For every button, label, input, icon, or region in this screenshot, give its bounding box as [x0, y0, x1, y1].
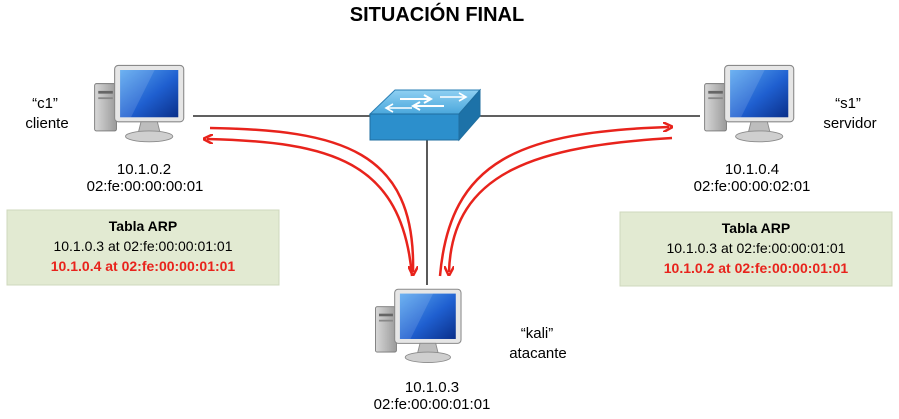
arp-table-c1-entry-normal: 10.1.0.3 at 02:fe:00:00:01:01: [53, 238, 232, 254]
c1-role: cliente: [25, 115, 68, 132]
diagram-title: SITUACIÓN FINAL: [350, 2, 524, 26]
c1-ip: 10.1.0.2: [117, 161, 171, 178]
s1-name: “s1”: [835, 95, 861, 112]
arrow-to-c1: [207, 139, 414, 277]
arp-table-s1-entry-poisoned: 10.1.0.2 at 02:fe:00:00:01:01: [664, 260, 849, 276]
s1-ip: 10.1.0.4: [725, 161, 779, 178]
arp-table-c1: Tabla ARP 10.1.0.3 at 02:fe:00:00:01:01 …: [6, 209, 280, 286]
c1-name: “c1”: [32, 95, 58, 112]
switch-icon: [368, 88, 482, 142]
s1-role: servidor: [823, 115, 876, 132]
arp-table-c1-header: Tabla ARP: [109, 218, 177, 234]
kali-ip: 10.1.0.3: [405, 379, 459, 396]
computer-c1-icon: [94, 64, 185, 143]
arp-table-s1-header: Tabla ARP: [722, 220, 790, 236]
arp-table-s1: Tabla ARP 10.1.0.3 at 02:fe:00:00:01:01 …: [619, 211, 893, 287]
computer-s1-icon: [704, 64, 795, 143]
arrow-from-c1: [209, 126, 413, 272]
c1-mac: 02:fe:00:00:00:01: [87, 178, 204, 195]
kali-role: atacante: [509, 345, 567, 362]
s1-mac: 02:fe:00:00:02:01: [694, 178, 811, 195]
kali-mac: 02:fe:00:00:01:01: [374, 396, 491, 413]
computer-kali-icon: [374, 288, 462, 364]
arp-table-s1-entry-normal: 10.1.0.3 at 02:fe:00:00:01:01: [666, 240, 845, 256]
arrow-from-s1: [449, 136, 673, 272]
arp-table-c1-entry-poisoned: 10.1.0.4 at 02:fe:00:00:01:01: [51, 258, 236, 274]
arrow-to-s1: [438, 127, 669, 277]
kali-name: “kali”: [521, 325, 554, 342]
